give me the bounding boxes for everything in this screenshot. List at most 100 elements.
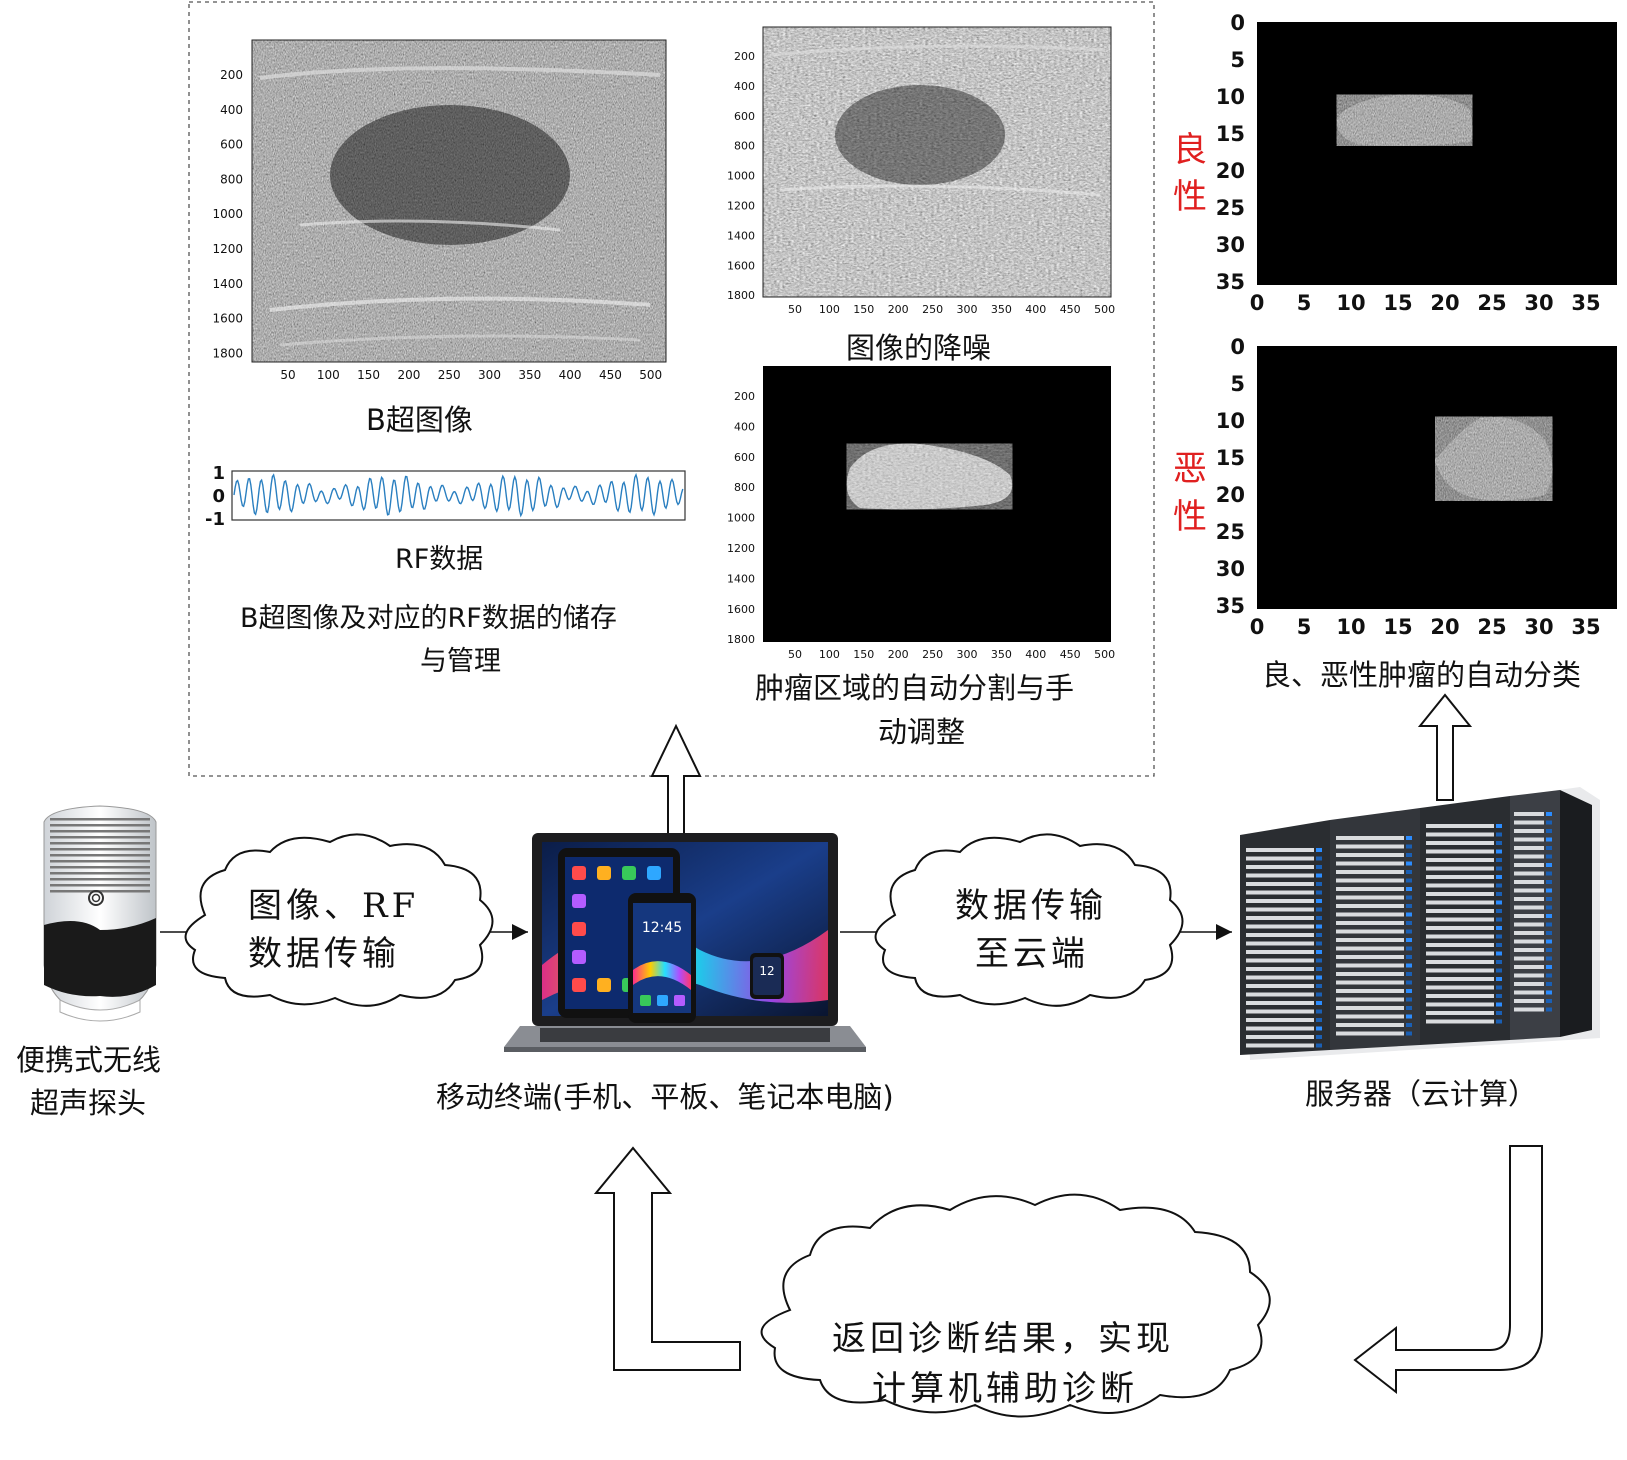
x-tick-label: 5 [1297,615,1312,639]
transfer-cloud-line1: 图像、RF [248,886,420,926]
x-tick-label: 35 [1571,291,1600,315]
probe-label-line2: 超声探头 [30,1086,147,1120]
transfer-cloud-line2: 数据传输 [248,934,400,974]
y-tick-label: 35 [1216,594,1245,618]
x-tick-label: 300 [957,648,978,661]
benign-classification-image [1257,22,1617,285]
denoise-title: 图像的降噪 [846,331,992,365]
malignant-classification-image [1257,346,1617,609]
y-tick-label: 1200 [212,242,243,256]
bmode-title: B超图像 [366,403,473,437]
y-tick-label: 30 [1216,233,1245,257]
x-tick-label: 450 [1060,648,1081,661]
y-tick-label: 5 [1230,48,1245,72]
y-tick-label: 800 [734,481,755,494]
x-tick-label: 150 [357,368,380,382]
x-tick-label: 450 [599,368,622,382]
return-up-arrow-icon [593,1146,741,1371]
benign-label-1: 良 [1173,130,1207,170]
upload-cloud-line1: 数据传输 [955,886,1107,926]
rf-title: RF数据 [395,544,484,575]
x-tick-label: 100 [819,303,840,316]
classification-title: 良、恶性肿瘤的自动分类 [1262,658,1582,692]
x-tick-label: 0 [1250,291,1265,315]
storage-title-line1: B超图像及对应的RF数据的储存 [240,603,617,634]
up-arrow-icon [650,723,702,837]
result-cloud-line2: 计算机辅助诊断 [872,1369,1138,1409]
y-tick-label: 1800 [212,346,243,360]
y-tick-label: 600 [220,138,243,152]
y-tick-label: 15 [1216,122,1245,146]
upload-cloud-line2: 至云端 [975,934,1089,974]
phone-clock: 12:45 [642,920,682,936]
x-tick-label: 200 [397,368,420,382]
x-tick-label: 20 [1430,291,1459,315]
x-tick-label: 30 [1524,615,1553,639]
x-tick-label: 35 [1571,615,1600,639]
y-tick-label: 35 [1216,270,1245,294]
y-tick-label: 1400 [727,229,755,242]
x-tick-label: 50 [788,303,802,316]
denoised-image [762,26,1112,298]
phone-icon [628,893,696,1023]
x-tick-label: 100 [317,368,340,382]
y-tick-label: 600 [734,451,755,464]
y-tick-label: 0 [1230,335,1245,359]
processing-panel-border [188,1,1155,777]
x-tick-label: 350 [518,368,541,382]
transfer-cloud-icon [184,833,494,1007]
x-tick-label: 5 [1297,291,1312,315]
benign-label-2: 性 [1173,177,1207,217]
x-tick-label: 150 [853,303,874,316]
y-tick-label: 25 [1216,196,1245,220]
y-tick-label: 1200 [727,542,755,555]
x-tick-label: 150 [853,648,874,661]
y-tick-label: 1400 [212,277,243,291]
y-tick-label: 400 [220,103,243,117]
x-tick-label: 100 [819,648,840,661]
y-tick-label: 200 [220,68,243,82]
ultrasound-probe-icon [43,805,157,1022]
x-tick-label: 10 [1336,615,1365,639]
x-tick-label: 450 [1060,303,1081,316]
y-tick-label: 1600 [727,259,755,272]
x-tick-label: 25 [1477,615,1506,639]
y-tick-label: 25 [1216,520,1245,544]
classification-ticks: 0055101015152020252530303535005510101515… [1216,11,1601,639]
x-tick-label: 250 [922,303,943,316]
x-tick-label: 0 [1250,615,1265,639]
y-tick-label: 1000 [727,170,755,183]
x-tick-label: 500 [639,368,662,382]
y-tick-label: 800 [734,140,755,153]
x-tick-label: 400 [559,368,582,382]
svg-text:12: 12 [759,964,774,978]
x-tick-label: 350 [991,303,1012,316]
y-tick-label: 10 [1216,85,1245,109]
mobile-label: 移动终端(手机、平板、笔记本电脑) [436,1080,894,1114]
y-tick-label: 1800 [727,289,755,302]
y-tick-label: 1000 [212,207,243,221]
y-tick-label: 400 [734,80,755,93]
y-tick-label: 1600 [727,603,755,616]
storage-title-line2: 与管理 [420,646,501,677]
segmentation-image [763,366,1111,642]
x-tick-label: 25 [1477,291,1506,315]
up-arrow-icon [1417,693,1473,801]
y-tick-label: 1800 [727,633,755,646]
y-tick-label: 15 [1216,446,1245,470]
x-tick-label: 50 [788,648,802,661]
x-tick-label: 400 [1025,648,1046,661]
result-cloud-line1: 返回诊断结果，实现 [832,1319,1174,1359]
malignant-label-1: 恶 [1173,449,1207,489]
bmode-image [251,39,667,363]
x-tick-label: 15 [1383,291,1412,315]
x-tick-label: 10 [1336,291,1365,315]
malignant-label-2: 性 [1173,497,1207,537]
upload-cloud-icon [874,833,1184,1007]
y-tick-label: 1400 [727,572,755,585]
y-tick-label: 200 [734,390,755,403]
